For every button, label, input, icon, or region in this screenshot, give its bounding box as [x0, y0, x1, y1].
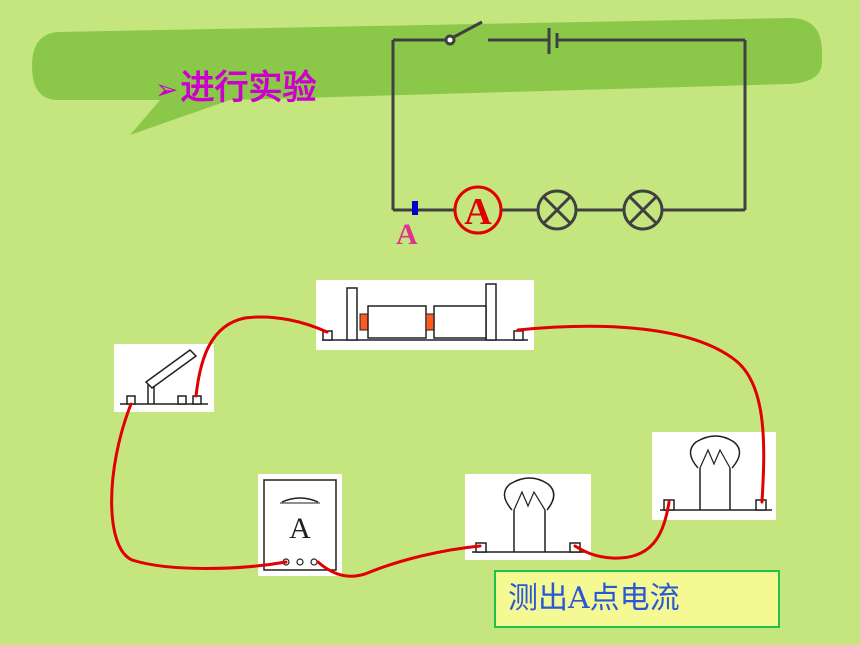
ammeter-symbol [453, 185, 503, 235]
circuit-schematic [391, 20, 747, 212]
bulb-apparatus-2 [652, 432, 776, 520]
bulb-symbol-2 [622, 189, 664, 231]
slide-title: ➢进行实验 [155, 66, 316, 112]
switch-blade [451, 20, 483, 40]
wire-bulb1-to-ammeter [316, 544, 482, 578]
wire-switch-to-battery [194, 315, 329, 398]
battery-holder-apparatus [316, 280, 534, 350]
ammeter-face-label: A [289, 512, 311, 545]
bulb-apparatus-1 [465, 474, 591, 560]
ammeter-symbol-label: A [464, 191, 492, 233]
bulb-symbol-1 [536, 189, 578, 231]
wire-ammeter-to-switch [110, 402, 288, 570]
arrow-bullet-icon: ➢ [155, 73, 179, 106]
slide-title-text: 进行实验 [180, 68, 317, 108]
point-a-label: A [396, 218, 418, 251]
point-a-marker [412, 201, 418, 215]
wire-battery-to-bulb2 [516, 324, 766, 504]
caption-box: 测出A点电流 [494, 570, 780, 628]
caption-text: 测出A点电流 [508, 581, 680, 616]
wire-bulb2-to-bulb1 [573, 500, 671, 560]
connecting-wires [110, 315, 766, 578]
title-banner [32, 18, 822, 135]
ammeter-apparatus [258, 474, 342, 576]
